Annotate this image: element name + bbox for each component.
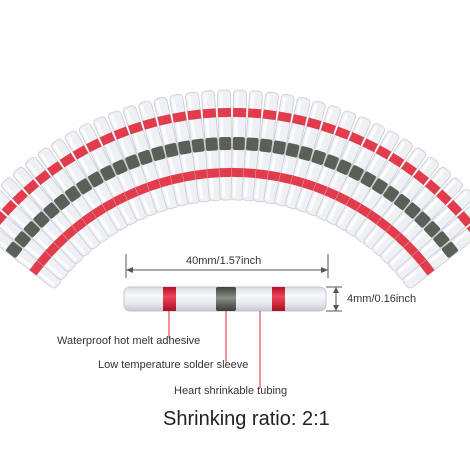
fan-connector (185, 91, 212, 203)
tubing-callout: Heart shrinkable tubing (174, 385, 288, 397)
length-label: 40mm/1.57inch (186, 255, 262, 267)
length-dimension (125, 254, 329, 278)
fan-connector (123, 105, 169, 213)
fan-connector (402, 212, 470, 289)
connector-fan-arc (0, 89, 470, 289)
fan-connector (363, 156, 439, 250)
fan-connector (12, 167, 93, 257)
fan-connector (217, 89, 234, 201)
fan-connector (51, 138, 119, 237)
fan-connector (78, 123, 138, 226)
fan-connector (274, 96, 311, 207)
fan-connector (305, 110, 356, 217)
fan-connector (316, 116, 371, 221)
shrinking-ratio: Shrinking ratio: 2:1 (163, 408, 330, 430)
adhesive-ring-left (163, 287, 176, 311)
fan-connector (263, 93, 295, 205)
fan-connector (93, 116, 148, 221)
adhesive-callout: Waterproof hot melt adhesive (57, 335, 201, 347)
fan-connector (108, 110, 159, 217)
fan-connector (241, 90, 263, 202)
fan-connector (37, 147, 110, 243)
fan-connector (354, 147, 427, 243)
fan-connector (335, 130, 400, 231)
diameter-dimension (326, 286, 342, 312)
connector-detail (123, 286, 327, 312)
fan-connector (0, 200, 69, 280)
fan-connector (169, 93, 201, 205)
fan-connector (395, 200, 470, 280)
fan-connector (153, 96, 190, 207)
fan-connector (345, 138, 413, 237)
callout-leaders (168, 311, 261, 388)
fan-connector (0, 212, 62, 289)
fan-connector (295, 105, 341, 213)
fan-connector (230, 89, 247, 201)
fan-connector (138, 100, 180, 210)
fan-connector (1, 177, 84, 264)
fan-connector (284, 100, 326, 210)
diameter-label: 4mm/0.16inch (347, 293, 417, 305)
fan-connector (0, 188, 76, 272)
fan-connector (64, 130, 129, 231)
fan-connector (252, 91, 279, 203)
fan-connector (201, 90, 223, 202)
solder-callout: Low temperature solder sleeve (98, 359, 249, 371)
solder-sleeve (216, 287, 236, 311)
fan-connector (371, 167, 452, 257)
fan-connector (380, 177, 463, 264)
adhesive-ring-right (272, 287, 285, 311)
fan-connector (326, 123, 386, 226)
